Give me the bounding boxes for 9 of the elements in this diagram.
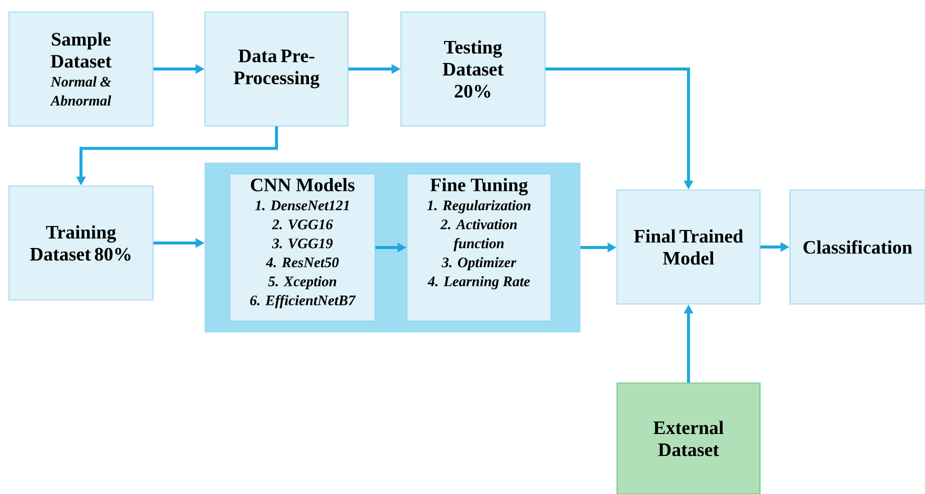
process-box: Classification (790, 190, 925, 304)
process-box: Training Dataset 80% (8, 186, 154, 300)
data-box: External Dataset (616, 382, 760, 494)
process-box: Testing Dataset 20% (400, 12, 546, 126)
process-box: Fine Tuning 1. Regularization 2. Activation function 3. Optimizer 4. Learning Rate (406, 174, 552, 322)
process-box: Sample Dataset Normal & Abnormal (8, 12, 154, 126)
process-box: CNN Models 1. DenseNet121 2. VGG16 3. VGG19 4. ResNet50 5. Xception 6. EfficientNetB7 (230, 174, 376, 322)
process-box: Final Trained Model (616, 190, 760, 304)
process-box: Data Pre-Processing (204, 12, 348, 126)
